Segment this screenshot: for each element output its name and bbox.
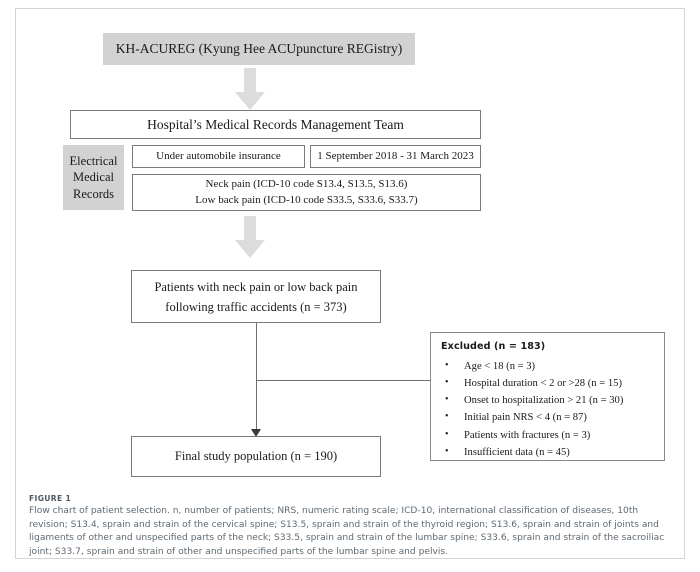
flowchart: KH-ACUREG (Kyung Hee ACUpuncture REGistr… [63, 33, 665, 477]
list-item: • Age < 18 (n = 3) [440, 358, 656, 375]
bullet-icon: • [445, 411, 449, 423]
node-insurance-criterion: Under automobile insurance [132, 145, 305, 168]
node-icd-codes: Neck pain (ICD-10 code S13.4, S13.5, S13… [132, 174, 481, 211]
icd-line-neck: Neck pain (ICD-10 code S13.4, S13.5, S13… [205, 177, 408, 190]
excluded-reason-text: Hospital duration < 2 or >28 (n = 15) [464, 378, 622, 390]
node-emr-label: Electrical Medical Records [63, 145, 124, 210]
figure-label: FIGURE 1 [29, 494, 72, 503]
connector-line-vertical [256, 323, 257, 433]
emr-label-line-1: Electrical [69, 154, 118, 169]
node-records-team: Hospital’s Medical Records Management Te… [70, 110, 481, 139]
connector-line-to-excluded [256, 380, 430, 381]
excluded-reason-text: Insufficient data (n = 45) [464, 446, 570, 458]
list-item: • Hospital duration < 2 or >28 (n = 15) [440, 375, 656, 392]
arrowhead-down-icon [251, 429, 261, 437]
figure-caption: FIGURE 1 Flow chart of patient selection… [29, 494, 679, 560]
node-excluded: Excluded (n = 183) • Age < 18 (n = 3) • … [430, 332, 665, 461]
icd-line-low-back: Low back pain (ICD-10 code S33.5, S33.6,… [195, 193, 418, 206]
bullet-icon: • [445, 377, 449, 389]
emr-label-line-2: Medical [73, 170, 114, 185]
node-eligible-patients: Patients with neck pain or low back pain… [131, 270, 381, 323]
excluded-reason-text: Patients with fractures (n = 3) [464, 429, 591, 441]
excluded-reason-text: Initial pain NRS < 4 (n = 87) [464, 412, 587, 424]
eligible-patients-line-1: Patients with neck pain or low back pain [154, 279, 358, 294]
bullet-icon: • [445, 359, 449, 371]
bullet-icon: • [445, 428, 449, 440]
excluded-title: Excluded (n = 183) [441, 341, 546, 352]
node-study-period: 1 September 2018 - 31 March 2023 [310, 145, 481, 168]
excluded-reason-list: • Age < 18 (n = 3) • Hospital duration <… [440, 358, 656, 461]
list-item: • Patients with fractures (n = 3) [440, 427, 656, 444]
figure-caption-text: Flow chart of patient selection. n, numb… [29, 506, 665, 557]
block-arrow-down-icon [235, 68, 265, 110]
list-item: • Insufficient data (n = 45) [440, 444, 656, 461]
block-arrow-down-icon [235, 216, 265, 258]
node-registry: KH-ACUREG (Kyung Hee ACUpuncture REGistr… [103, 33, 415, 65]
eligible-patients-line-2: following traffic accidents (n = 373) [165, 299, 347, 314]
excluded-reason-text: Onset to hospitalization > 21 (n = 30) [464, 395, 624, 407]
bullet-icon: • [445, 445, 449, 457]
list-item: • Initial pain NRS < 4 (n = 87) [440, 409, 656, 426]
list-item: • Onset to hospitalization > 21 (n = 30) [440, 392, 656, 409]
node-final-population: Final study population (n = 190) [131, 436, 381, 477]
emr-label-line-3: Records [73, 186, 114, 201]
bullet-icon: • [445, 394, 449, 406]
excluded-reason-text: Age < 18 (n = 3) [464, 360, 536, 372]
